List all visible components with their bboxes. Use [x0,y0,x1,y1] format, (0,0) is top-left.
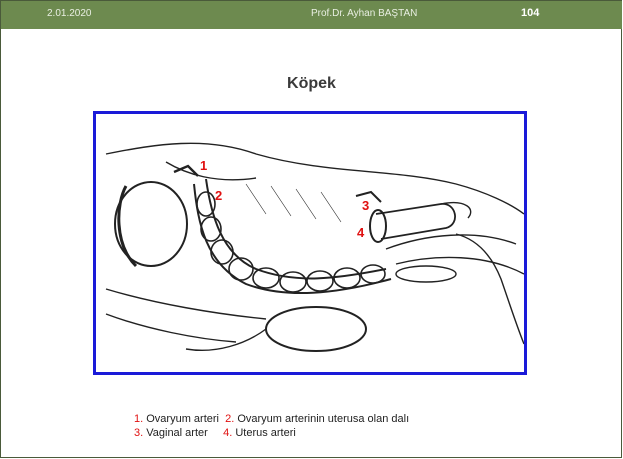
legend-num: 1. [134,413,143,425]
legend-text: Vaginal arter [143,427,223,439]
header-date: 2.01.2020 [47,8,92,19]
slide-title: Köpek [1,75,622,93]
legend-row-1: 1. Ovaryum arteri 2. Ovaryum arterinin u… [134,412,409,426]
legend-text: Ovaryum arteri [143,413,225,425]
header-author: Prof.Dr. Ayhan BAŞTAN [311,8,417,19]
figure-label-4: 4 [357,225,364,240]
page-number: 104 [521,7,539,19]
legend-num: 3. [134,427,143,439]
legend-row-2: 3. Vaginal arter 4. Uterus arteri [134,426,409,440]
figure-label-2: 2 [215,188,222,203]
anatomy-figure: 1 2 3 4 [93,111,527,375]
figure-label-1: 1 [200,158,207,173]
legend-num: 4. [223,427,232,439]
header-bar: 2.01.2020 Prof.Dr. Ayhan BAŞTAN 104 [1,1,622,29]
anatomy-drawing [96,114,524,372]
figure-label-3: 3 [362,198,369,213]
legend-num: 2. [225,413,234,425]
legend-text: Uterus arteri [232,427,296,439]
legend-text: Ovaryum arterinin uterusa olan dalı [234,413,409,425]
legend: 1. Ovaryum arteri 2. Ovaryum arterinin u… [134,412,409,440]
